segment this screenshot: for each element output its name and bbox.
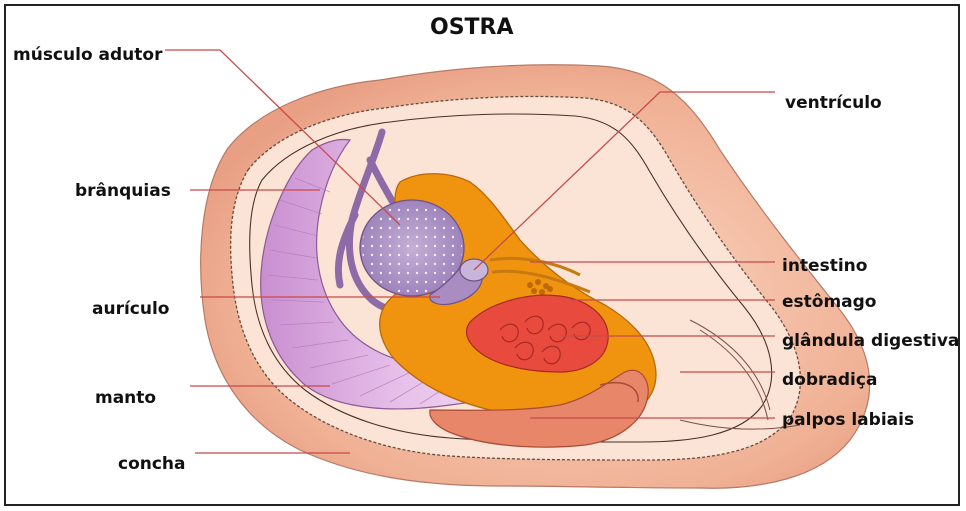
label-auriculo: aurículo — [92, 299, 169, 319]
label-dobradica: dobradiça — [782, 370, 877, 390]
label-palpos-labiais: palpos labiais — [782, 410, 914, 430]
diagram-title: OSTRA — [430, 15, 514, 40]
label-ventriculo: ventrículo — [785, 93, 882, 113]
label-concha: concha — [118, 454, 186, 474]
label-intestino: intestino — [782, 256, 867, 276]
label-glandula-digestiva: glândula digestiva — [782, 331, 959, 351]
label-estomago: estômago — [782, 292, 877, 312]
adductor-muscle-dots — [362, 202, 462, 294]
label-manto: manto — [95, 388, 156, 408]
label-branquias: brânquias — [75, 181, 171, 201]
label-musculo-adutor: músculo adutor — [13, 45, 163, 65]
